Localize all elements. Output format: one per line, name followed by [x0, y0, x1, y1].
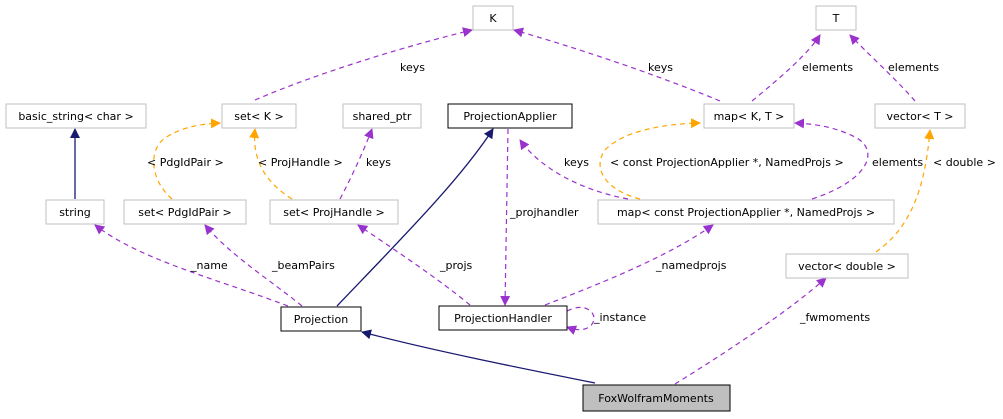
node-t-label: T	[832, 12, 840, 25]
node-basic-string[interactable]: basic_string< char >	[5, 103, 147, 129]
node-vector-double-label: vector< double >	[798, 260, 896, 273]
node-set-k-label: set< K >	[234, 110, 283, 123]
edge-labels: keys keys elements elements < PdgIdPair …	[147, 61, 996, 324]
node-string-label: string	[59, 206, 91, 219]
edges	[70, 27, 935, 385]
edge-mapnamed-to-mapkt-keys	[519, 139, 629, 200]
node-fox-wolfram-moments[interactable]: FoxWolframMoments	[582, 384, 731, 412]
node-k[interactable]: K	[472, 5, 514, 31]
node-map-namedprojs[interactable]: map< const ProjectionApplier *, NamedPro…	[597, 199, 895, 225]
edge-setk-to-k	[254, 27, 473, 101]
edge-vectordouble-to-vectort	[875, 129, 935, 253]
edge-setprojhandle-to-setk	[249, 128, 293, 200]
node-string[interactable]: string	[45, 199, 105, 225]
node-basic-string-label: basic_string< char >	[18, 110, 133, 123]
edge-handler-to-mapnamed	[544, 224, 714, 306]
edge-mapkt-to-k	[513, 27, 721, 102]
node-fox-wolfram-moments-label: FoxWolframMoments	[598, 392, 714, 405]
edge-label-double-tmpl: < double >	[933, 156, 996, 169]
edge-label-name: _name	[190, 259, 228, 272]
edge-label-pdgidpair-tmpl: < PdgIdPair >	[147, 156, 224, 169]
node-projection-label: Projection	[294, 313, 348, 326]
node-vector-t[interactable]: vector< T >	[874, 103, 966, 129]
edge-label-setk-keys: keys	[400, 61, 425, 74]
edge-mapnamed-to-mapkt-elements	[794, 118, 869, 200]
node-vector-t-label: vector< T >	[886, 110, 953, 123]
node-projection-handler[interactable]: ProjectionHandler	[438, 305, 568, 331]
node-set-pdgidpair[interactable]: set< PdgIdPair >	[123, 199, 247, 225]
edge-label-beampairs: _beamPairs	[271, 259, 335, 272]
edge-fox-to-projection	[361, 329, 596, 384]
node-set-pdgidpair-label: set< PdgIdPair >	[138, 206, 232, 219]
edge-label-named-elements: elements	[872, 156, 923, 169]
edge-label-instance: _instance	[593, 311, 646, 324]
edge-mapnamed-to-mapkt-tmpl	[599, 118, 701, 200]
edge-setpdgid-to-setk	[153, 118, 221, 200]
edge-label-shared-keys: keys	[366, 156, 391, 169]
node-shared-ptr-label: shared_ptr	[353, 110, 412, 123]
node-set-projhandle-label: set< ProjHandle >	[283, 206, 385, 219]
edge-fox-to-vectordouble	[674, 277, 827, 385]
edge-label-mapkt-elements: elements	[802, 61, 853, 74]
edge-projection-to-string	[94, 224, 289, 307]
edge-setprojhandle-to-sharedptr	[339, 128, 374, 200]
nodes: K T basic_string< char > set< K > shared…	[5, 5, 966, 412]
edge-label-named-keys: keys	[564, 156, 589, 169]
node-t[interactable]: T	[815, 5, 857, 31]
edge-projection-to-applier	[336, 128, 494, 307]
edge-mapkt-to-t	[751, 34, 821, 102]
node-projection-applier[interactable]: ProjectionApplier	[447, 103, 573, 129]
edge-label-vectort-elements: elements	[888, 61, 939, 74]
edge-handler-self-instance	[566, 306, 595, 335]
edge-vectort-to-t	[849, 34, 916, 102]
node-map-kt-label: map< K, T >	[714, 110, 785, 123]
edge-label-projhandle-tmpl: < ProjHandle >	[258, 156, 343, 169]
node-map-namedprojs-label: map< const ProjectionApplier *, NamedPro…	[617, 206, 875, 219]
node-set-projhandle[interactable]: set< ProjHandle >	[269, 199, 399, 225]
node-shared-ptr[interactable]: shared_ptr	[342, 103, 422, 129]
edge-label-fwmoments: _fwmoments	[799, 311, 870, 324]
node-projection-applier-label: ProjectionApplier	[463, 110, 557, 123]
edge-label-namedprojs: _namedprojs	[655, 259, 727, 272]
edge-handler-to-setprojhandle	[357, 224, 471, 306]
node-projection[interactable]: Projection	[280, 306, 362, 332]
node-projection-handler-label: ProjectionHandler	[454, 312, 552, 325]
node-vector-double[interactable]: vector< double >	[785, 253, 909, 279]
node-k-label: K	[489, 12, 497, 25]
edge-applier-to-handler	[500, 128, 511, 306]
node-map-kt[interactable]: map< K, T >	[703, 103, 795, 129]
node-set-k[interactable]: set< K >	[221, 103, 297, 129]
edge-label-projhandler: _projhandler	[509, 206, 579, 219]
edge-label-projs: _projs	[439, 259, 473, 272]
edge-projection-to-setpdgid	[204, 224, 303, 307]
edge-label-mapkt-keys: keys	[648, 61, 673, 74]
edge-label-named-tmpl: < const ProjectionApplier *, NamedProjs …	[610, 156, 844, 169]
